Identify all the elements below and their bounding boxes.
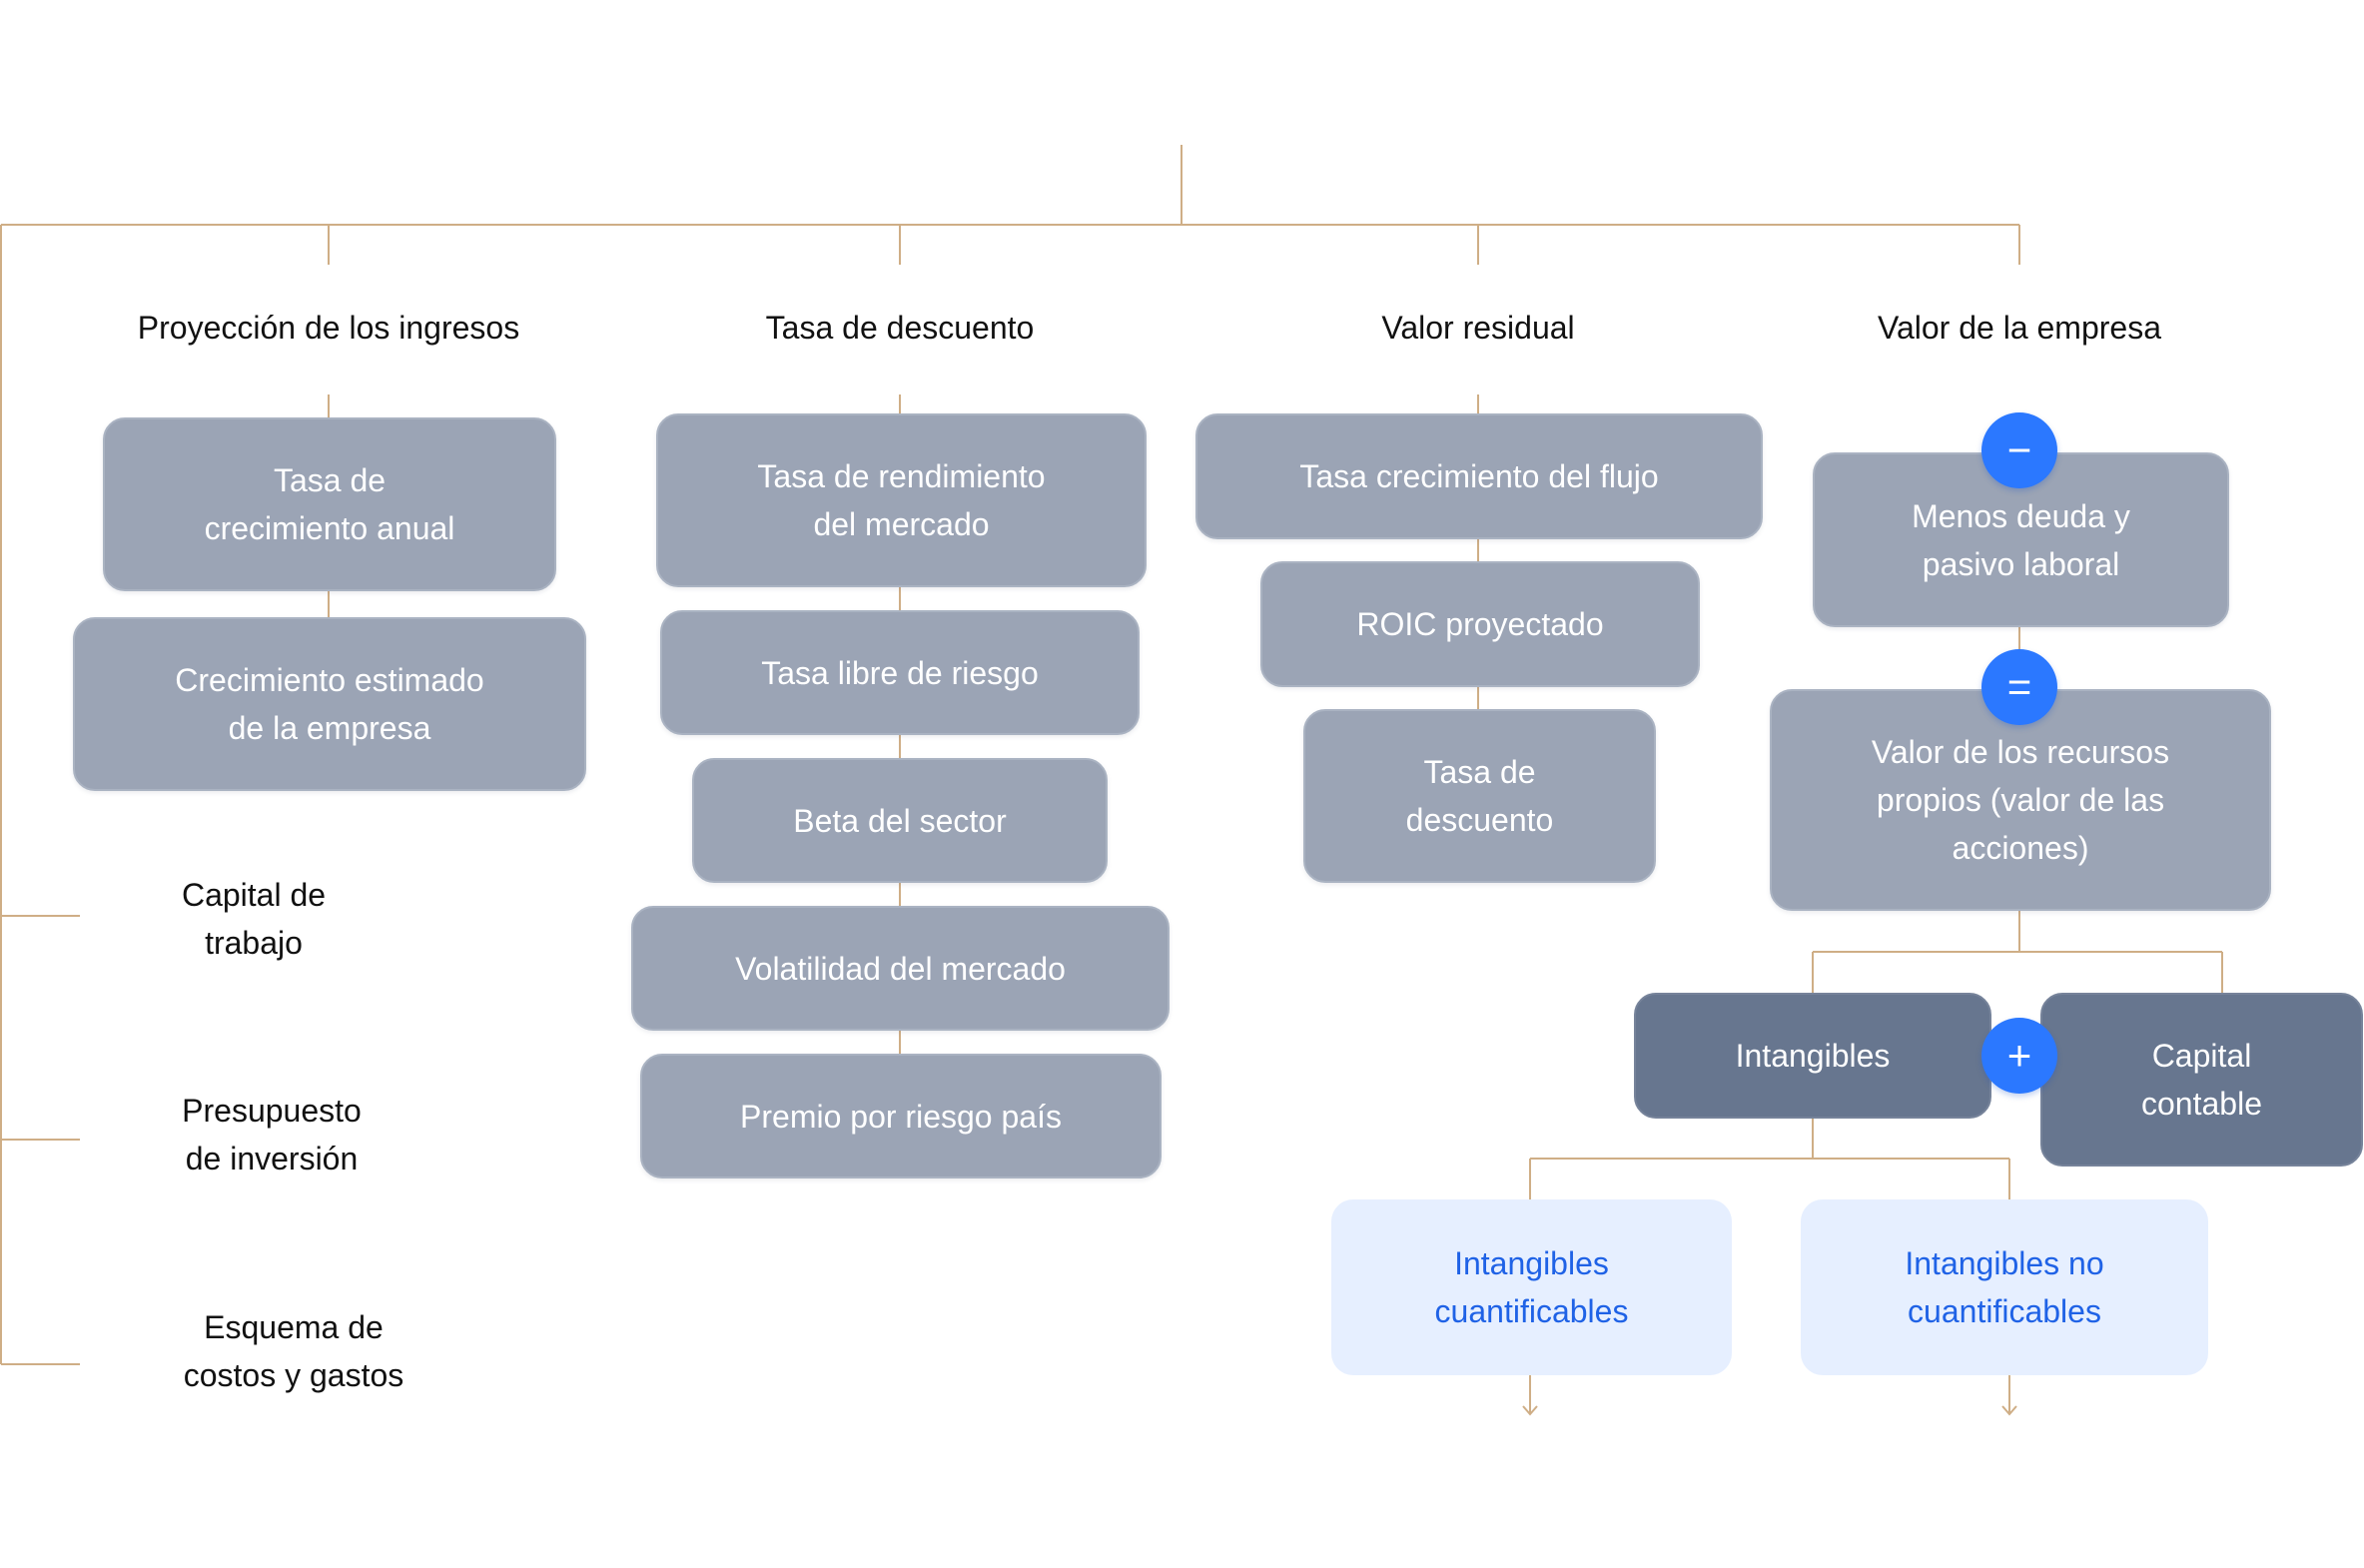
box-tasa-rendimiento-mercado: Tasa de rendimiento del mercado xyxy=(656,413,1147,587)
box-roic-proyectado: ROIC proyectado xyxy=(1260,561,1700,687)
heading-valor-empresa: Valor de la empresa xyxy=(1878,310,2161,346)
box-intangibles-cuantificables: Intangibles cuantificables xyxy=(1331,1199,1732,1375)
plus-icon: + xyxy=(1981,1018,2057,1094)
box-tasa-crecimiento-anual: Tasa de crecimiento anual xyxy=(103,417,556,591)
equals-icon: = xyxy=(1981,649,2057,725)
box-capital-contable: Capital contable xyxy=(2040,993,2363,1167)
box-valor-recursos-propios: Valor de los recursos propios (valor de … xyxy=(1770,689,2271,911)
minus-icon: − xyxy=(1981,412,2057,488)
box-tasa-descuento-residual: Tasa de descuento xyxy=(1303,709,1656,883)
label-esquema-costos-gastos: Esquema de costos y gastos xyxy=(183,1309,404,1393)
heading-valor-residual: Valor residual xyxy=(1381,310,1575,346)
box-tasa-crecimiento-flujo: Tasa crecimiento del flujo xyxy=(1195,413,1763,539)
box-crecimiento-estimado: Crecimiento estimado de la empresa xyxy=(73,617,586,791)
box-volatilidad-mercado: Volatilidad del mercado xyxy=(631,906,1170,1031)
heading-tasa-descuento: Tasa de descuento xyxy=(765,310,1035,346)
box-premio-riesgo-pais: Premio por riesgo país xyxy=(640,1054,1162,1178)
box-tasa-libre-riesgo: Tasa libre de riesgo xyxy=(660,610,1140,735)
box-menos-deuda: Menos deuda y pasivo laboral xyxy=(1813,452,2229,627)
box-beta-sector: Beta del sector xyxy=(692,758,1108,883)
heading-proyeccion-ingresos: Proyección de los ingresos xyxy=(137,310,520,346)
box-intangibles-no-cuantificables: Intangibles no cuantificables xyxy=(1801,1199,2208,1375)
label-capital-trabajo: Capital de trabajo xyxy=(181,877,327,961)
label-presupuesto-inversion: Presupuesto de inversión xyxy=(182,1093,362,1176)
box-intangibles: Intangibles xyxy=(1634,993,1991,1119)
